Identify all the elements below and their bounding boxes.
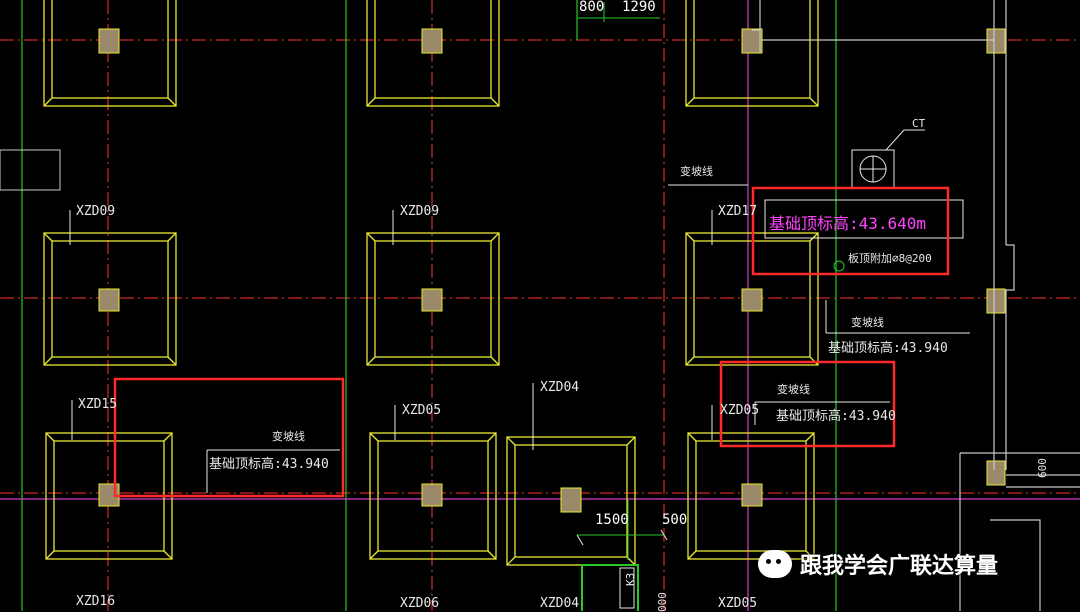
slope-line-top: 变坡线 <box>680 165 713 178</box>
column-5 <box>421 288 443 312</box>
label-xzd04-b: XZD04 <box>540 596 580 611</box>
dim-text-k3: K3 <box>624 572 637 586</box>
column-1 <box>98 28 120 54</box>
dim-text-1290: 1290 <box>622 0 656 15</box>
column-9 <box>560 487 582 513</box>
label-xzd05-c: XZD05 <box>718 596 758 611</box>
dim-text-000: 000 <box>656 592 669 612</box>
label-xzd05-b: XZD05 <box>720 403 760 418</box>
column-3 <box>741 28 763 54</box>
dim-text-600: 600 <box>1036 458 1049 478</box>
column-6 <box>741 288 763 312</box>
slope-line-box: 变坡线 <box>777 383 810 396</box>
k3-box <box>619 567 635 609</box>
elev-magenta: 基础顶标高:43.640m <box>769 214 927 233</box>
dim-text-500: 500 <box>662 512 688 528</box>
label-xzd15: XZD15 <box>78 397 118 412</box>
label-xzd04-a: XZD04 <box>540 380 580 395</box>
label-ticks <box>69 210 713 450</box>
footing-top-1 <box>43 0 177 107</box>
label-xzd16: XZD16 <box>76 594 116 609</box>
label-xzd09-mid: XZD09 <box>400 204 440 219</box>
highlight-boxes <box>113 186 950 498</box>
footing-low-3 <box>506 436 636 566</box>
green-box <box>581 564 639 611</box>
ct-label: CT <box>912 117 926 130</box>
walls <box>752 0 1080 611</box>
highlight-box-2 <box>719 360 896 448</box>
watermark: 跟我学会广联达算量 <box>758 548 998 580</box>
column-8 <box>421 483 443 507</box>
elev-right: 基础顶标高:43.940 <box>828 341 948 356</box>
footing-low-4 <box>687 432 815 560</box>
wall-jog <box>1005 244 1015 470</box>
highlight-box-1 <box>751 186 950 276</box>
elev-left: 基础顶标高:43.940 <box>209 457 329 472</box>
column-11 <box>986 28 1006 54</box>
footing-low-2 <box>369 432 497 560</box>
slope-line-left: 变坡线 <box>272 430 305 443</box>
slope-line-right: 变坡线 <box>851 316 884 329</box>
rebar-note: 板顶附加⌀8@200 <box>848 252 932 265</box>
footing-top-2 <box>366 0 500 107</box>
columns <box>98 28 1006 513</box>
footing-top-3 <box>685 0 819 107</box>
grid-lines <box>21 0 837 611</box>
dim-text-1500: 1500 <box>595 512 629 528</box>
watermark-text: 跟我学会广联达算量 <box>800 554 999 579</box>
column-13 <box>986 460 1006 486</box>
grid-marker <box>833 260 845 272</box>
annotation-frames <box>206 184 970 493</box>
footing-mid-1 <box>43 232 177 366</box>
column-10 <box>741 483 763 507</box>
footings <box>43 0 819 566</box>
label-xzd06: XZD06 <box>400 596 440 611</box>
label-xzd09-left: XZD09 <box>76 204 116 219</box>
column-12 <box>986 288 1006 314</box>
label-xzd05-a: XZD05 <box>402 403 442 418</box>
left-box <box>0 149 61 191</box>
wechat-icon <box>758 550 792 578</box>
column-4 <box>98 288 120 312</box>
elev-box: 基础顶标高:43.940 <box>776 409 896 424</box>
column-2 <box>421 28 443 54</box>
dimension-lines <box>577 2 664 560</box>
frame-elev-magenta <box>764 199 964 239</box>
highlight-box-3 <box>113 377 345 498</box>
wall-line-7 <box>990 519 1041 611</box>
dim-bottom-ticks <box>576 529 668 546</box>
ct-symbol <box>851 129 925 189</box>
label-xzd17: XZD17 <box>718 204 758 219</box>
dim-text-800: 800 <box>579 0 605 15</box>
footing-mid-2 <box>366 232 500 366</box>
